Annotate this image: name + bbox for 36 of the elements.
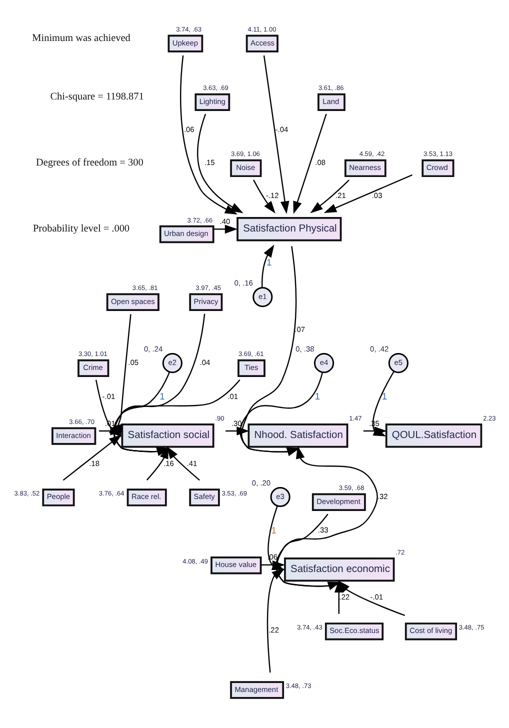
edge-label: .21 (336, 190, 346, 200)
node-label: 0, .42 (370, 344, 389, 354)
edge-label: .07 (294, 324, 306, 334)
node-label: 0, .24 (144, 344, 163, 354)
edge-label: .33 (318, 526, 328, 535)
edge-label: -.01 (370, 592, 383, 602)
edge-label: .18 (89, 458, 100, 468)
edge-label: .30 (231, 418, 242, 428)
edge-label: .22 (339, 592, 350, 602)
edge-label: -.04 (275, 124, 288, 134)
edge-label: .06 (184, 124, 194, 134)
node-label: 0, .38 (296, 344, 314, 354)
label: Probability level = .000 (32, 224, 130, 235)
edge-label: 1 (160, 391, 165, 402)
label: Chi-square = 1198.871 (50, 92, 144, 103)
node-label: 0, .16 (234, 278, 253, 288)
label: Minimum was achieved (32, 33, 130, 44)
edge-label: -.12 (266, 190, 279, 200)
edge-label: -.01 (102, 392, 116, 401)
edge-label: 1 (314, 391, 320, 402)
edge-label: .01 (228, 392, 238, 401)
edge-label: .04 (200, 358, 210, 367)
label: Degrees of freedom = 300 (36, 158, 144, 169)
edge-label: .41 (186, 458, 198, 468)
edge-label: .15 (204, 158, 215, 167)
edge-label: .08 (315, 158, 326, 167)
edge-label: .03 (372, 190, 382, 200)
node-label: 0, .20 (252, 478, 271, 488)
edge-label: .05 (128, 358, 139, 367)
edge-label: 1 (382, 391, 388, 402)
edge-label: .32 (377, 492, 388, 501)
edge-label: .16 (164, 458, 174, 468)
edge-label: .40 (220, 216, 230, 226)
edge-label: .22 (268, 626, 279, 635)
edge-label: 1 (266, 257, 272, 268)
edge-label: 1 (271, 525, 276, 536)
